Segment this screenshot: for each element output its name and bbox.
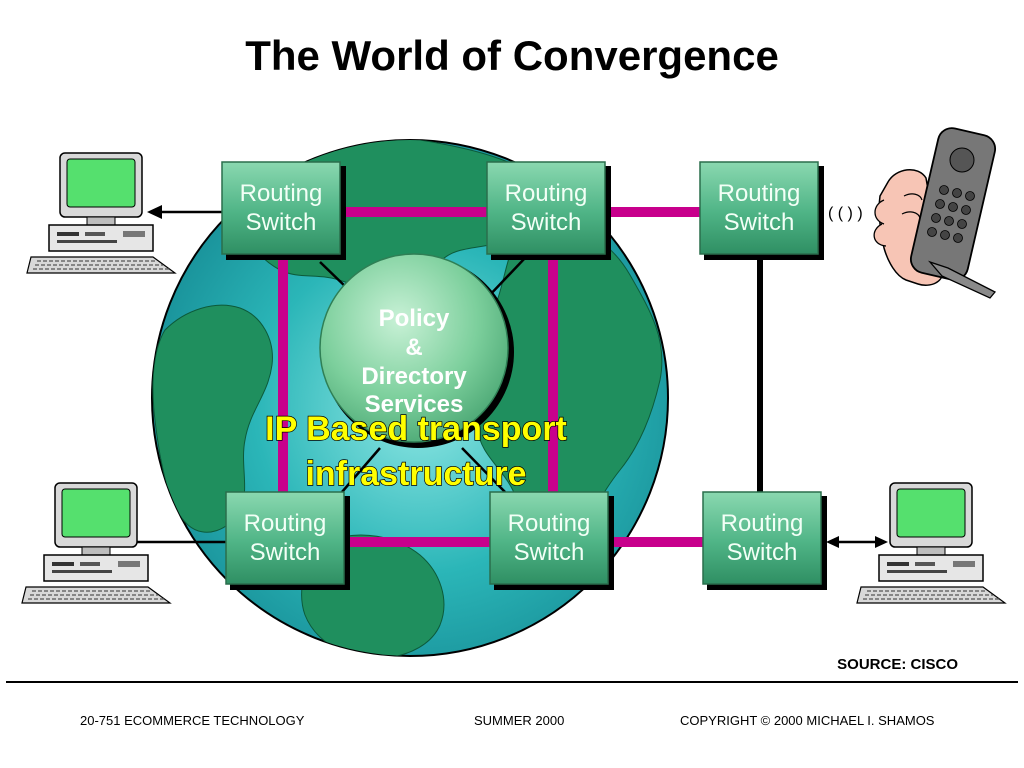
routing-switch: Routing Switch <box>225 491 350 590</box>
computer-icon <box>26 152 177 274</box>
footer-course: 20-751 ECOMMERCE TECHNOLOGY <box>80 713 305 728</box>
source-credit: SOURCE: CISCO <box>837 656 958 673</box>
switch-label-line2: Switch <box>514 539 585 566</box>
footer-copyright: COPYRIGHT © 2000 MICHAEL I. SHAMOS <box>680 713 935 728</box>
switch-label-line1: Routing <box>505 180 588 207</box>
switch-label-line1: Routing <box>244 510 327 537</box>
switch-label-line1: Routing <box>721 510 804 537</box>
page-title: The World of Convergence <box>245 32 779 79</box>
switch-label-line2: Switch <box>511 209 582 236</box>
convergence-diagram: Policy & Directory Services Routing Swit… <box>21 127 1007 657</box>
routing-switch: Routing Switch <box>699 161 824 260</box>
switch-label-line1: Routing <box>718 180 801 207</box>
routing-switch: Routing Switch <box>702 491 827 590</box>
routing-switch: Routing Switch <box>486 161 611 260</box>
switch-label-line2: Switch <box>727 539 798 566</box>
arrow-right-icon <box>875 536 888 548</box>
ip-label-line2: infrastructure <box>305 455 526 493</box>
policy-line-3: Directory <box>361 363 467 390</box>
switch-label-line1: Routing <box>508 510 591 537</box>
policy-directory-services: Policy & Directory Services <box>319 253 514 448</box>
switch-label-line1: Routing <box>240 180 323 207</box>
mobile-phone-icon <box>873 127 997 299</box>
switch-label-line2: Switch <box>250 539 321 566</box>
computer-icon <box>856 482 1007 604</box>
policy-line-4: Services <box>365 391 464 418</box>
switch-label-line2: Switch <box>724 209 795 236</box>
routing-switch: Routing Switch <box>489 491 614 590</box>
routing-switch: Routing Switch <box>221 161 346 260</box>
arrow-left-icon <box>147 205 162 219</box>
footer-divider <box>6 681 1018 683</box>
policy-line-1: Policy <box>379 305 450 332</box>
policy-line-2: & <box>405 334 422 361</box>
computer-icon <box>21 482 172 604</box>
radio-waves: ( ( ) ) <box>828 205 863 222</box>
ip-label-line1: IP Based transport <box>265 410 567 448</box>
arrow-left-icon <box>826 536 839 548</box>
footer-term: SUMMER 2000 <box>474 713 565 728</box>
ip-links <box>278 207 705 547</box>
switch-label-line2: Switch <box>246 209 317 236</box>
